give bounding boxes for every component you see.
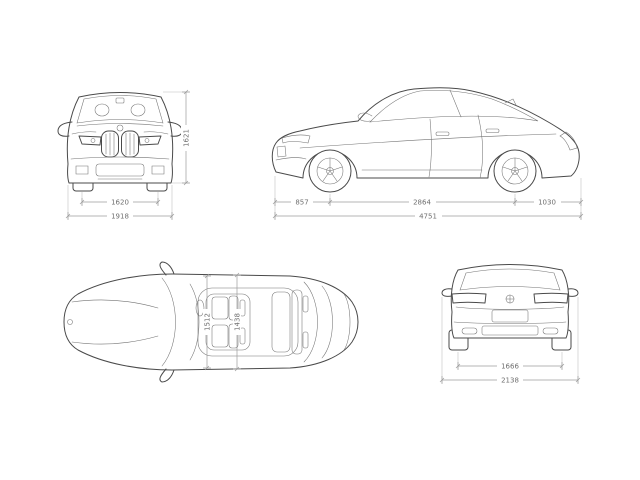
dim-track-front-label: 1620 — [111, 199, 129, 207]
side-view-mirror-icon — [357, 112, 373, 122]
side-view-door-lines — [428, 114, 484, 179]
front-view-roundel-icon — [116, 124, 124, 132]
rear-view-roundel-icon — [505, 294, 515, 304]
side-view-body — [271, 87, 580, 179]
side-view-antenna-fin-icon — [504, 98, 517, 106]
front-view-right-headlight-ring — [144, 138, 150, 143]
front-view-drawing: 1620 1918 1621 — [57, 89, 191, 221]
rear-view-bumper-line — [453, 321, 567, 324]
top-view-windshield-line — [161, 277, 176, 367]
side-view-glasshouse — [369, 90, 539, 123]
dim-width-mirrors-label: 2138 — [501, 377, 519, 385]
top-view-left-mirror-icon — [159, 261, 175, 276]
side-view-front-wheel — [308, 149, 352, 193]
front-view-left-headlight-ring — [90, 138, 96, 143]
top-view-dimensions: 1512 1438 — [203, 272, 242, 372]
front-view-right-headrest — [130, 103, 146, 117]
front-view-right-headlight — [138, 135, 162, 146]
top-view-hood-lines — [71, 299, 159, 345]
dim-wheelbase-label: 2864 — [413, 199, 431, 207]
rear-view-left-exhaust — [461, 327, 478, 335]
rear-view-license-plate — [491, 309, 529, 323]
side-view-rear-door-handle — [485, 128, 500, 133]
front-view-hood-line — [71, 123, 169, 135]
top-view-steering-wheel — [195, 299, 205, 317]
front-view-bumper-line — [70, 156, 170, 160]
front-view-left-headlight — [78, 135, 102, 146]
dim-front-overhang-label: 857 — [295, 199, 308, 207]
side-view-character-line — [299, 133, 557, 149]
side-view-drawing: 857 2864 1030 4751 — [271, 87, 584, 221]
front-view-left-mirror-icon — [57, 121, 73, 137]
rear-view-right-exhaust — [542, 327, 559, 335]
front-view-grille-bars — [105, 132, 135, 156]
side-view-rear-wheel — [493, 149, 537, 193]
top-view-roof-front-line — [189, 283, 200, 361]
side-view-b-pillar — [449, 89, 462, 118]
rear-view-left-taillight — [451, 292, 487, 304]
side-view-dimensions: 857 2864 1030 4751 — [272, 176, 584, 221]
dim-track-rear-label: 1666 — [501, 363, 519, 371]
front-view-side-intakes — [75, 165, 165, 175]
dim-interior-width-front-label: 1512 — [204, 313, 212, 331]
rear-view-dimensions: 1666 2138 — [439, 297, 581, 385]
top-view-roundel-icon — [67, 319, 73, 325]
front-view-rearview-mirror — [115, 97, 125, 104]
dim-overall-length-label: 4751 — [419, 213, 437, 221]
dim-overall-width-label: 1918 — [111, 213, 129, 221]
dim-overall-height-label: 1621 — [183, 129, 191, 147]
front-view-windshield — [76, 95, 164, 124]
dim-rear-overhang-label: 1030 — [538, 199, 556, 207]
front-view-dimensions: 1620 1918 1621 — [65, 89, 191, 221]
top-view-roof-outline — [197, 287, 299, 357]
rear-view-right-mirror-icon — [567, 288, 579, 297]
front-view-center-intake — [95, 163, 145, 177]
rear-view-diffuser — [481, 325, 539, 336]
side-view-front-bumper-line — [275, 145, 307, 161]
front-view-left-headrest — [94, 103, 110, 117]
rear-view-window — [459, 268, 561, 291]
front-view-body — [66, 92, 174, 184]
top-view-right-mirror-icon — [159, 368, 175, 383]
side-view-headlight — [281, 134, 311, 144]
top-view-rear-window-lines — [303, 281, 351, 363]
side-view-taillight — [559, 131, 578, 151]
rear-view-left-mirror-icon — [441, 288, 453, 297]
rear-view-right-taillight — [533, 292, 569, 304]
dim-interior-width-rear-label: 1438 — [234, 313, 242, 331]
top-view-rear-bench — [271, 289, 309, 355]
top-view-drawing: 1512 1438 — [63, 261, 359, 383]
rear-view-trunk-line — [455, 306, 565, 310]
rear-view-drawing: 1666 2138 — [439, 264, 581, 385]
side-view-front-door-handle — [435, 131, 450, 136]
